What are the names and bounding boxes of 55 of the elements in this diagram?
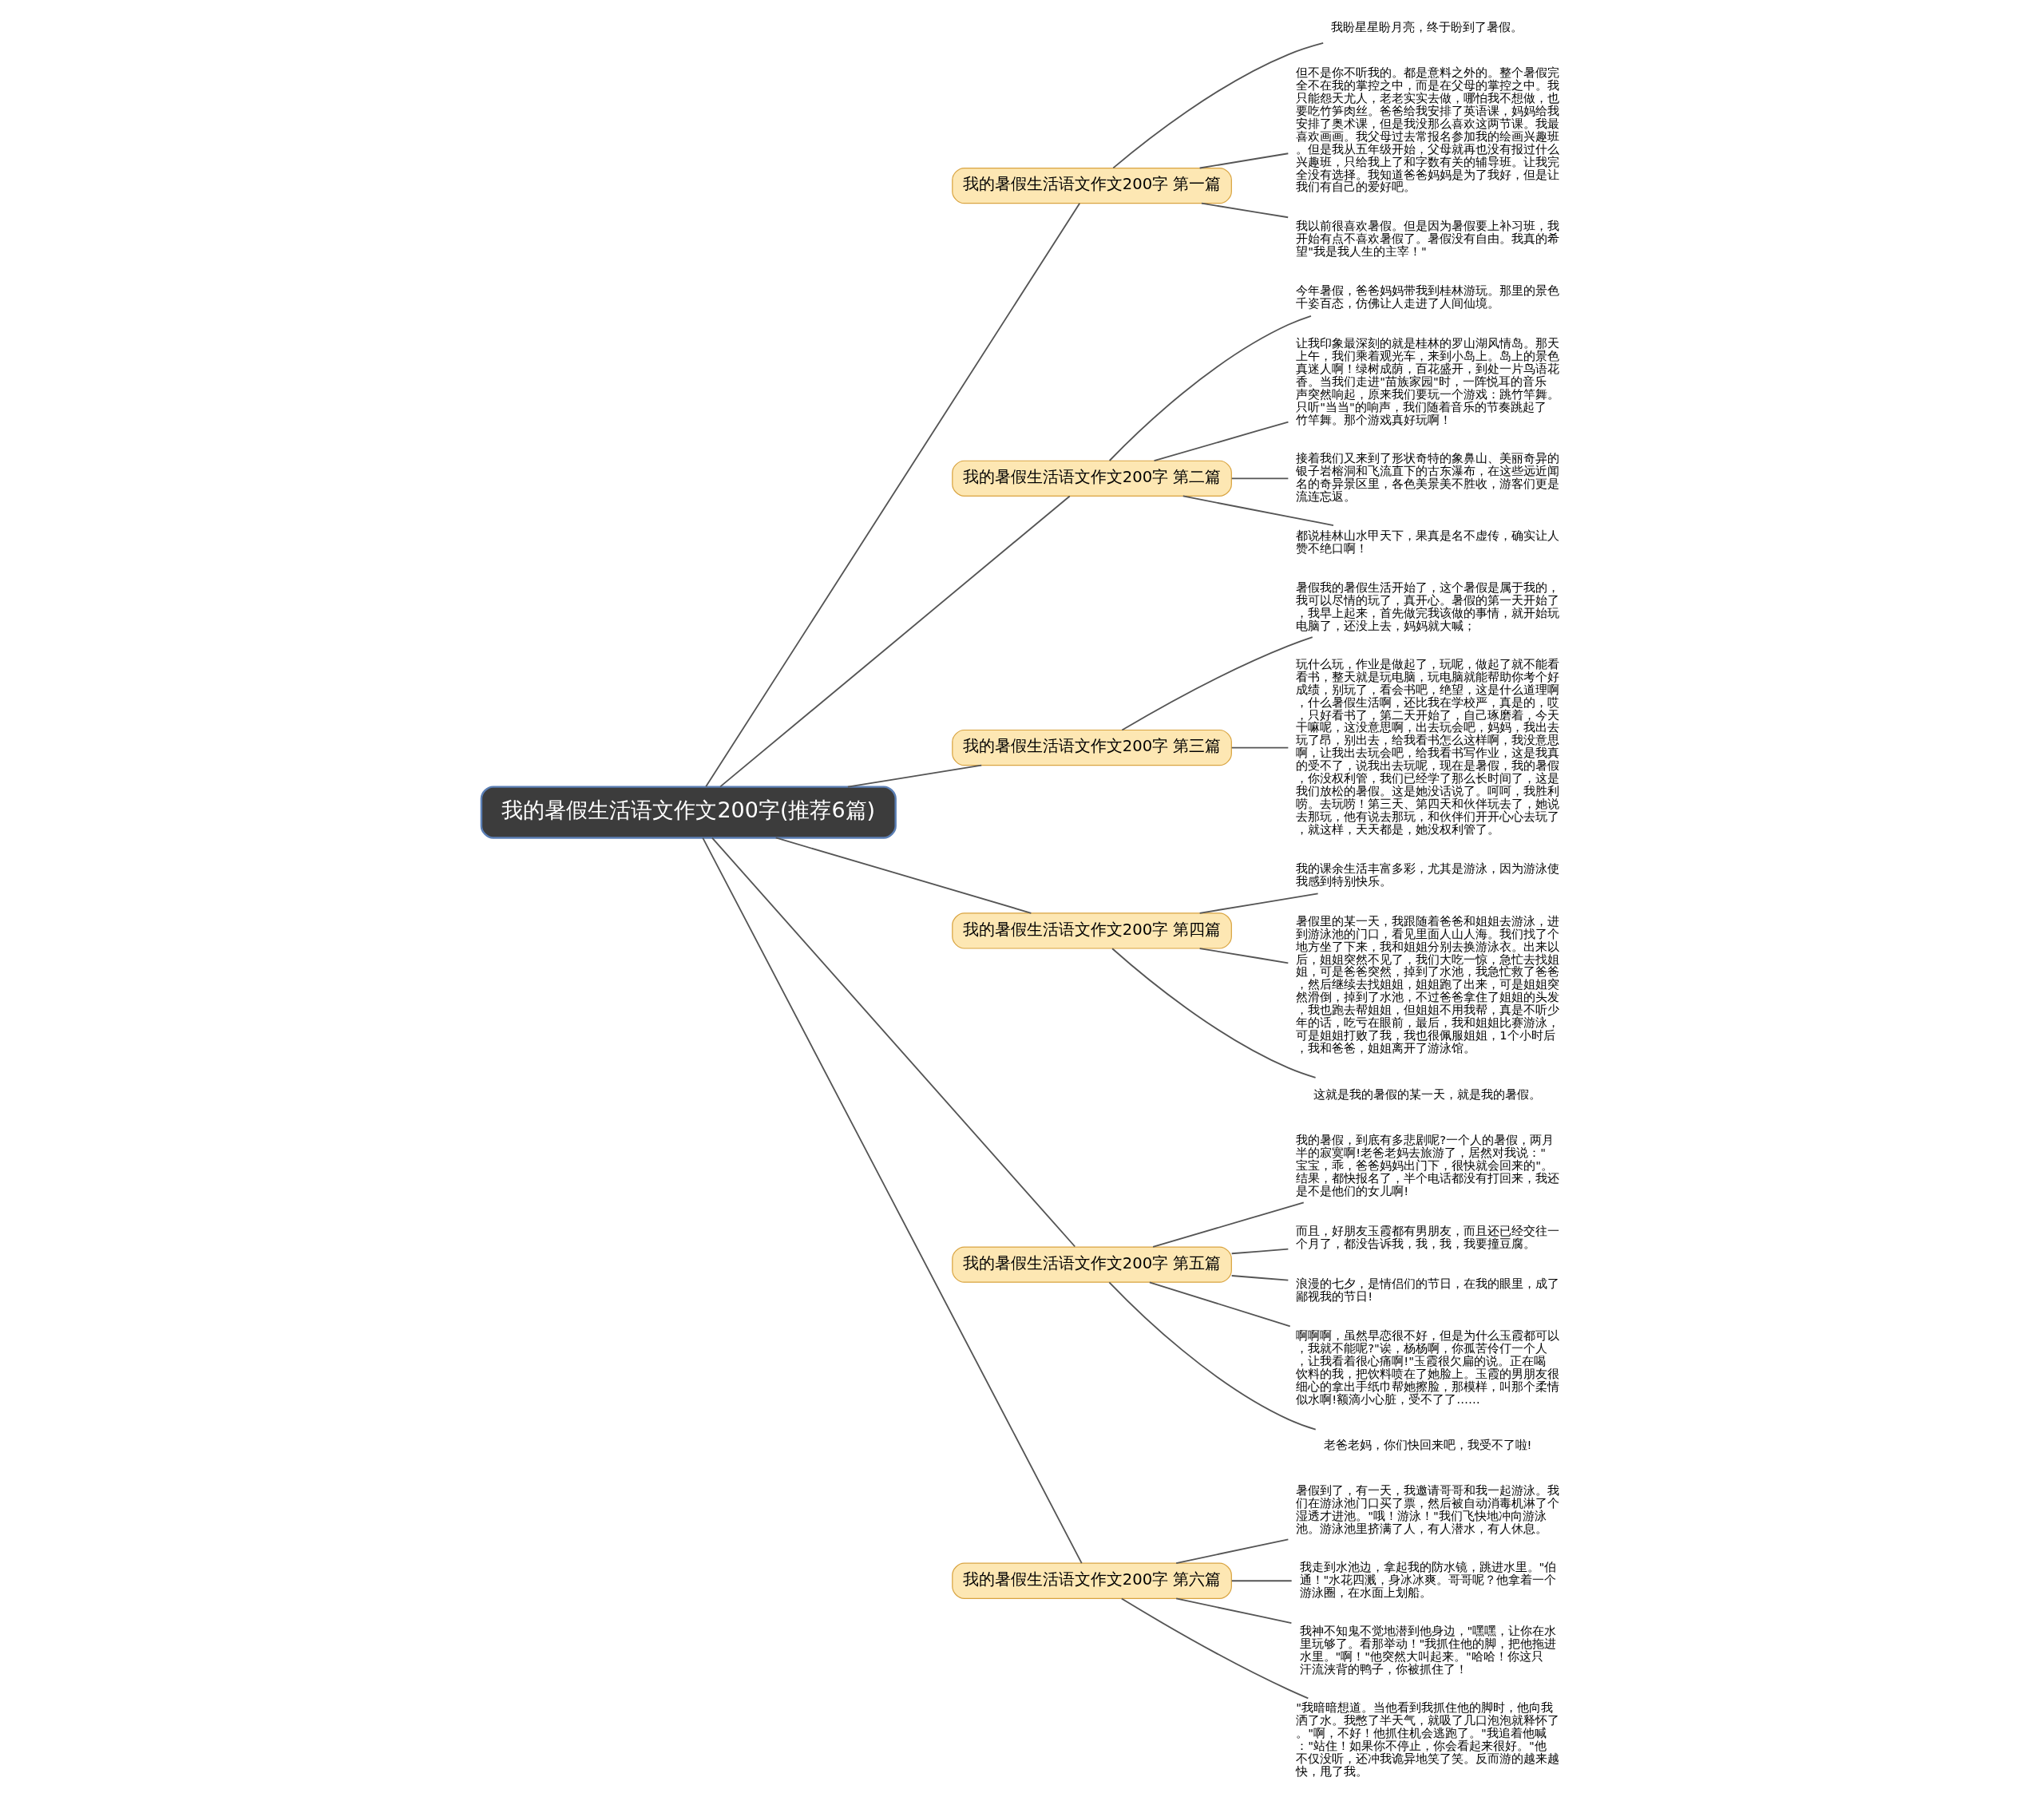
connector bbox=[1175, 1538, 1289, 1564]
connector bbox=[1120, 636, 1313, 731]
node-text: 接着我们又来到了形状奇特的象鼻山、美丽奇异的银子岩榕洞和飞流直下的古东瀑布，在这些远近闻名的奇异景区里，各色美景美不胜收，游客们更是流连忘返。 bbox=[1295, 451, 1559, 504]
node-text: 这就是我的暑假的某一天，就是我的暑假。 bbox=[1313, 1086, 1541, 1101]
connector bbox=[701, 837, 1083, 1564]
connector bbox=[1230, 1248, 1289, 1255]
connector bbox=[1230, 1580, 1293, 1582]
connector bbox=[1151, 1201, 1305, 1248]
node-box: 我的暑假生活语文作文200字 第三篇 bbox=[951, 729, 1232, 766]
node-text: 我走到水池边，拿起我的防水镜，跳进水里。"伯通！"水花四溅，身冰冰爽。哥哥呢？他拿着一个游泳圈，在水面上划船。 bbox=[1299, 1560, 1556, 1600]
node-box: 我的暑假生活语文作文200字 第二篇 bbox=[951, 460, 1232, 497]
connector bbox=[774, 837, 1032, 914]
node-text: 啊啊啊，虽然早恋很不好，但是为什么玉霞都可以，我就不能呢?"诶，杨杨啊，你孤苦伶仃一个人，让我看着很心痛啊!"玉霞很欠扁的说。正在喝饮料的我，把饮料喷在了她脸上。玉霞的男朋友很细心的拿出手纸巾帮她擦脸，那模样，叫那个柔情似水啊!额滴小心脏，受不了了…… bbox=[1295, 1328, 1559, 1406]
connector bbox=[1148, 1281, 1291, 1328]
node-box: 我的暑假生活语文作文200字 第五篇 bbox=[951, 1246, 1232, 1283]
connector bbox=[1198, 893, 1319, 914]
node-text: 让我印象最深刻的就是桂林的罗山湖风情岛。那天上午，我们乘着观光车，来到小岛上。岛上的景色真迷人啊！绿树成荫，百花盛开，到处一片鸟语花香。当我们走进"苗族家园"时，一阵悦耳的音乐声突然响起，原来我们要玩一个游戏：跳竹竿舞。只听"当当"的响声，我们随着音乐的节奏跳起了竹竿舞。那个游戏真好玩啊！ bbox=[1295, 336, 1559, 426]
node-text: 而且，好朋友玉霞都有男朋友，而且还已经交往一个月了，都没告诉我，我，我，我要撞豆腐。 bbox=[1295, 1223, 1559, 1250]
node-box: 我的暑假生活语文作文200字 第一篇 bbox=[951, 167, 1232, 204]
node-text: "我暗暗想道。当他看到我抓住他的脚时，他向我洒了水。我憋了半天气，就吸了几口泡泡就释怀了。"啊，不好！他抓住机会逃跑了。"我追着他喊："站住！如果你不停止，你会看起来很好。"他不仅没听，还冲我诡异地笑了笑。反而游的越来越快，甩了我。 bbox=[1295, 1700, 1559, 1778]
connector bbox=[1182, 495, 1334, 527]
node-text: 浪漫的七夕，是情侣们的节日，在我的眼里，成了鄙视我的节日! bbox=[1295, 1276, 1559, 1304]
node-box: 我的暑假生活语文作文200字 第六篇 bbox=[951, 1562, 1232, 1599]
node-text: 我盼星星盼月亮，终于盼到了暑假。 bbox=[1330, 19, 1523, 34]
connector bbox=[1120, 1597, 1309, 1700]
node-box: 我的暑假生活语文作文200字 第四篇 bbox=[951, 912, 1232, 949]
node-text: 我以前很喜欢暑假。但是因为暑假要上补习班，我开始有点不喜欢暑假了。暑假没有自由。我真的希望"我是我人生的主宰！" bbox=[1295, 218, 1559, 258]
connector bbox=[1107, 1281, 1317, 1431]
connector bbox=[1230, 477, 1289, 480]
node-text: 暑假里的某一天，我跟随着爸爸和姐姐去游泳，进到游泳池的门口，看见里面人山人海。我们找了个地方坐了下来，我和姐姐分别去换游泳衣。出来以后，姐姐突然不见了，我们大吃一惊，急忙去找姐姐，可是爸爸突然，掉到了水池，我急忙救了爸爸，然后继续去找姐姐，姐姐跑了出来，可是姐姐突然滑倒，掉到了水池，不过爸爸拿住了姐姐的头发，我也跑去帮姐姐，但姐姐不用我帮，真是不听少年的话，吃亏在眼前，最后，我和姐姐比赛游泳，可是姐姐打败了我，我也很佩服姐姐，1个小时后，我和爸爸，姐姐离开了游泳馆。 bbox=[1295, 913, 1559, 1055]
connector bbox=[704, 202, 1080, 788]
node-text: 我的暑假，到底有多悲剧呢?一个人的暑假，两月半的寂寞啊!老爸老妈去旅游了，居然对我说："宝宝，乖，爸爸妈妈出门下，很快就会回来的"。结果，都快报名了，半个电话都没有打回来，我还是不是他们的女儿啊! bbox=[1295, 1133, 1559, 1198]
connector bbox=[1175, 1597, 1292, 1624]
node-text: 我的课余生活丰富多彩，尤其是游泳，因为游泳使我感到特别快乐。 bbox=[1295, 861, 1559, 889]
connector bbox=[846, 764, 982, 788]
connector bbox=[719, 495, 1071, 788]
node-text: 暑假我的暑假生活开始了，这个暑假是属于我的，我可以尽情的玩了，真开心。暑假的第一天开始了，我早上起来，首先做完我该做的事情，就开始玩电脑了，还没上去，妈妈就大喊； bbox=[1295, 580, 1559, 632]
node-text: 我神不知鬼不觉地潜到他身边，"嘿嘿，让你在水里玩够了。看那举动！"我抓住他的脚，把他拖进水里。"啊！"他突然大叫起来。"哈哈！你这只汗流浃背的鸭子，你被抓住了！ bbox=[1299, 1624, 1556, 1676]
node-text: 老爸老妈，你们快回来吧，我受不了啦! bbox=[1323, 1437, 1532, 1451]
connector bbox=[1230, 1275, 1289, 1281]
connector bbox=[711, 837, 1075, 1248]
connector bbox=[1111, 42, 1324, 169]
node-text: 玩什么玩，作业是做起了，玩呢，做起了就不能看看书，整天就是玩电脑，玩电脑就能帮助你考个好成绩，别玩了，看会书吧，绝望，这是什么道理啊，什么暑假生活啊，还比我在学校严，真是的，哎，只好看书了，第二天开始了，自己琢磨着，今天干嘛呢，这没意思啊，出去玩会吧，妈妈，我出去玩了昂，别出去，给我看书怎么这样啊，我没意思啊，让我出去玩会吧，给我看书写作业，这是我真的受不了，说我出去玩呢，现在是暑假，我的暑假，你没权利管，我们已经学了那么长时间了，这是我们放松的暑假。这是她没话说了。呵呵，我胜利唠。去玩唠！第三天、第四天和伙伴玩去了，她说去那玩，他有说去那玩，和伙伴们开开心心去玩了，就这样，天天都是，她没权利管了。 bbox=[1295, 656, 1559, 837]
node-box: 我的暑假生活语文作文200字(推荐6篇) bbox=[480, 786, 897, 839]
connector bbox=[1153, 421, 1289, 462]
connector bbox=[1111, 948, 1316, 1079]
connector bbox=[1198, 948, 1289, 964]
connector bbox=[1198, 152, 1289, 169]
node-text: 都说桂林山水甲天下，果真是名不虚传，确实让人赞不绝口啊！ bbox=[1295, 528, 1559, 556]
node-text: 今年暑假，爸爸妈妈带我到桂林游玩。那里的景色千姿百态，仿佛让人走进了人间仙境。 bbox=[1295, 283, 1559, 311]
connector bbox=[1108, 315, 1312, 461]
node-text: 暑假到了，有一天，我邀请哥哥和我一起游泳。我们在游泳池门口买了票，然后被自动消毒机淋了个湿透才进池。"哦！游泳！"我们飞快地冲向游泳池。游泳池里挤满了人，有人潜水，有人休息。 bbox=[1295, 1482, 1559, 1535]
connector bbox=[1230, 746, 1289, 749]
node-text: 但不是你不听我的。都是意料之外的。整个暑假完全不在我的掌控之中，而是在父母的掌控之中。我只能怨天尤人，老老实实去做，哪怕我不想做，也要吃竹笋肉丝。爸爸给我安排了英语课，妈妈给我安排了奥术课，但是我没那么喜欢这两节课。我最喜欢画画。我父母过去常报名参加我的绘画兴趣班。但是我从五年级开始，父母就再也没有报过什么兴趣班，只给我上了和字数有关的辅导班。让我完全没有选择。我知道爸爸妈妈是为了我好，但是让我们有自己的爱好吧。 bbox=[1295, 65, 1559, 194]
connector bbox=[1200, 202, 1289, 219]
